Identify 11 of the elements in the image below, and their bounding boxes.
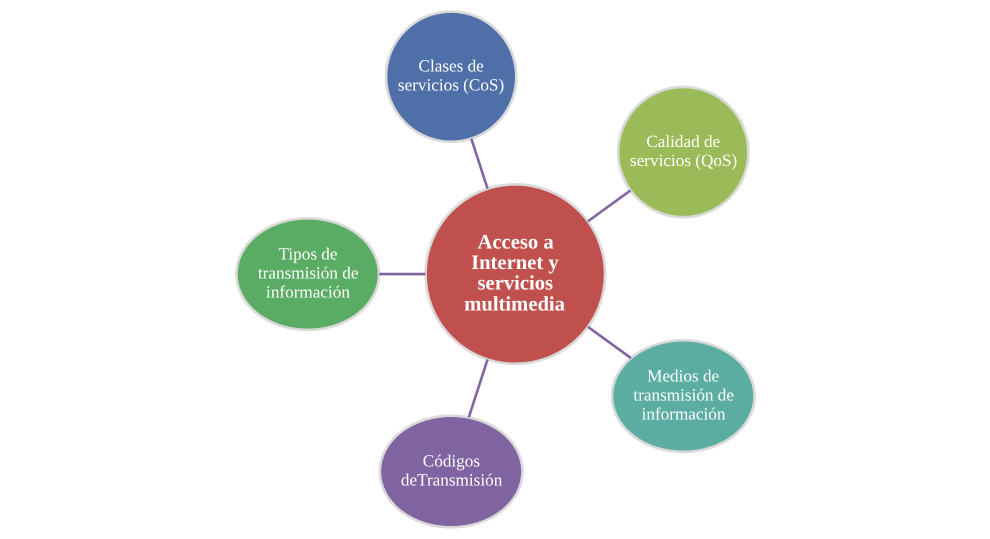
- connector: [586, 326, 632, 360]
- node-ellipse: Códigos deTransmisión: [378, 414, 524, 529]
- node-ellipse: Tipos de transmisión de información: [234, 216, 380, 332]
- connector: [586, 189, 631, 222]
- node-circle: Clases de servicios (CoS): [384, 10, 518, 144]
- node-circle: Calidad de servicios (QoS): [616, 86, 750, 218]
- connector: [378, 272, 425, 276]
- connector: [467, 359, 488, 418]
- node-circle: Acceso a Internet y servicios multimedia: [424, 183, 606, 366]
- node-ellipse: Medios de transmisión de información: [610, 338, 756, 454]
- connector: [470, 138, 488, 190]
